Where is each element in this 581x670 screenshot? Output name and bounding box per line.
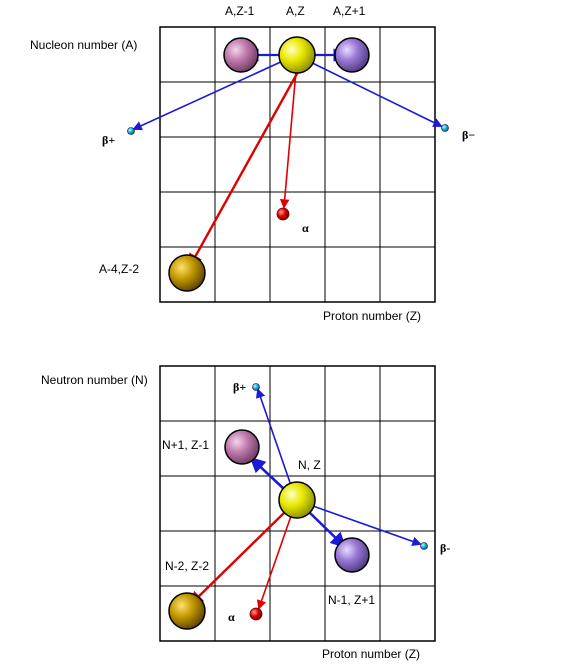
bottom-beta-minus-daughter-label: N-1, Z+1 [328, 593, 375, 607]
bottom-beta-plus-symbol: β+ [233, 380, 246, 394]
top-column-label-z: A,Z [286, 4, 305, 18]
bottom-grid [159, 365, 436, 642]
top-y-axis-label: Nucleon number (A) [30, 38, 137, 52]
bottom-alpha-daughter-label: N-2, Z-2 [165, 559, 209, 573]
top-parent-nucleus [278, 36, 316, 74]
top-column-label-z-plus-1: A,Z+1 [333, 4, 366, 18]
bottom-beta-plus-daughter-nucleus [224, 429, 260, 465]
bottom-beta-plus-daughter-label: N+1, Z-1 [162, 438, 209, 452]
top-beta-minus-particle [441, 124, 449, 132]
top-beta-plus-daughter-nucleus [223, 37, 259, 73]
top-x-axis-label: Proton number (Z) [323, 309, 421, 323]
bottom-beta-plus-arrow [255, 388, 297, 501]
bottom-beta-minus-symbol: β- [440, 541, 450, 555]
bottom-beta-minus-particle [420, 542, 428, 550]
top-beta-minus-symbol: β− [462, 128, 475, 142]
top-beta-plus-arrow [132, 54, 297, 131]
bottom-beta-minus-daughter-nucleus [334, 537, 370, 573]
top-alpha-particle-arrow [279, 70, 297, 209]
top-panel: Nucleon number (A) Proton number (Z) A,Z… [30, 4, 475, 323]
top-alpha-daughter-nucleus [168, 254, 206, 292]
bottom-parent-nucleus [278, 481, 316, 519]
top-beta-plus-particle [127, 127, 135, 135]
bottom-alpha-symbol: α [228, 610, 235, 624]
bottom-beta-minus-arrow [295, 499, 422, 546]
bottom-x-axis-label: Proton number (Z) [322, 647, 420, 661]
bottom-parent-label: N, Z [298, 458, 321, 472]
bottom-alpha-particle-arrow [256, 515, 292, 610]
top-beta-minus-daughter-nucleus [334, 37, 370, 73]
top-alpha-daughter-arrow [188, 69, 301, 269]
bottom-alpha-daughter-nucleus [168, 592, 206, 630]
bottom-beta-minus-transition-arrow [308, 511, 347, 549]
bottom-panel: Neutron number (N) Proton number (Z) N, … [41, 365, 450, 661]
top-grid [159, 26, 436, 303]
top-alpha-particle [276, 207, 290, 221]
bottom-beta-plus-particle [252, 383, 260, 391]
top-beta-plus-symbol: β+ [102, 133, 115, 147]
bottom-alpha-particle [249, 607, 263, 621]
top-alpha-daughter-label: A-4,Z-2 [99, 262, 139, 276]
bottom-y-axis-label: Neutron number (N) [41, 373, 148, 387]
bottom-beta-plus-transition-arrow [249, 456, 285, 490]
bottom-alpha-daughter-arrow [188, 511, 286, 607]
top-beta-minus-arrow [295, 54, 443, 127]
top-alpha-symbol: α [302, 221, 309, 235]
top-column-label-z-minus-1: A,Z-1 [225, 4, 255, 18]
